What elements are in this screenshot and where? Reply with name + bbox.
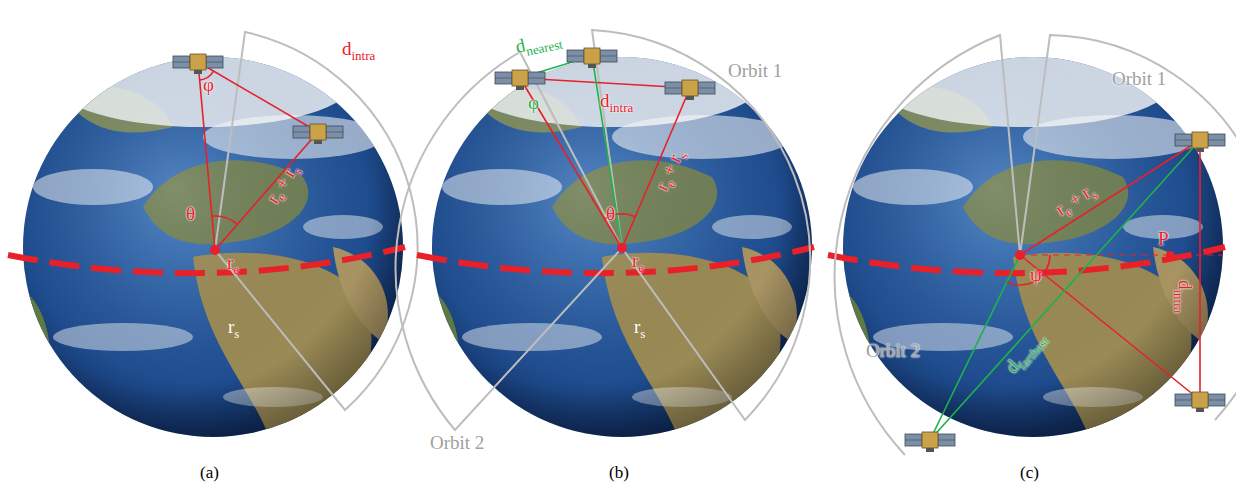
- radius-label: s: [640, 326, 645, 341]
- earth-centre: [617, 243, 627, 253]
- angle-arcs: [200, 71, 1050, 285]
- panel-caption-group: (b): [609, 462, 629, 484]
- orbit-label-group: Orbit 1: [728, 60, 782, 82]
- satellite-icon: [1175, 132, 1225, 152]
- distance-label: intra: [1171, 290, 1186, 314]
- distance-label: d: [1175, 280, 1196, 290]
- distance-line: [198, 62, 318, 250]
- angle-arc: [212, 216, 237, 224]
- angle-label: ψ: [1030, 264, 1042, 285]
- farthest-line: [930, 140, 1200, 440]
- distance-label-group: dintra: [1172, 280, 1196, 313]
- radius-label: s: [234, 326, 239, 341]
- distance-label-group: dintra: [342, 38, 375, 62]
- satellite-icon: [293, 124, 343, 144]
- distance-label-group: dintra: [600, 90, 633, 114]
- earth-globe: [422, 37, 812, 447]
- satellite-icon: [905, 432, 955, 452]
- radius-label-group: re: [227, 252, 239, 276]
- radius-label: r: [634, 316, 640, 337]
- angle-label: θ: [186, 203, 195, 224]
- point-label: P: [1158, 228, 1169, 249]
- orbit-line: [1020, 35, 1236, 420]
- distance-line: [1020, 140, 1200, 400]
- earth-globe: [833, 37, 1223, 447]
- satellite-icon: [665, 80, 715, 100]
- equator-dashes: [8, 247, 405, 273]
- distance-label: d: [600, 90, 610, 111]
- angle-label-group: ψ: [1030, 264, 1042, 286]
- earth-globe: [13, 37, 403, 447]
- radius-label: r: [227, 252, 233, 273]
- satellite-icon: [495, 70, 545, 90]
- panel-caption: (c): [1020, 463, 1039, 482]
- angle-label: θ: [606, 203, 615, 224]
- distance-label: d: [342, 38, 352, 59]
- radius-label-group: rs: [228, 316, 239, 340]
- distance-label: nearest: [525, 36, 564, 58]
- radius-label: r: [632, 250, 638, 271]
- angle-label-group: θ: [606, 203, 615, 225]
- distance-line: [520, 78, 690, 248]
- satellite-icon: [1175, 392, 1225, 412]
- panel-caption-group: (c): [1020, 462, 1039, 484]
- radius-label-group: re: [632, 250, 644, 274]
- orbit-label: Orbit 1: [1112, 68, 1166, 89]
- distance-label-group: dnearest: [514, 27, 564, 60]
- satellite-icon: [567, 48, 617, 68]
- orbit-line: [592, 30, 810, 420]
- orbit-label-group: Orbit 2: [430, 432, 484, 454]
- orbit-label-group: Orbit 1: [1112, 68, 1166, 90]
- panel-caption: (a): [200, 463, 219, 482]
- equator-dashes: [417, 247, 814, 273]
- distance-label: intra: [352, 48, 376, 63]
- earth-centre: [1015, 250, 1025, 260]
- orbit-label: Orbit 1: [728, 60, 782, 81]
- earth-centre: [210, 245, 220, 255]
- orbit-label-group: Orbit 2: [866, 340, 920, 362]
- angle-label: φ: [203, 74, 214, 95]
- radius-label: r: [228, 316, 234, 337]
- angle-arc: [1007, 255, 1050, 285]
- nearest-line: [520, 56, 622, 248]
- panel-caption-group: (a): [200, 462, 219, 484]
- satellite-icon: [173, 54, 223, 74]
- point-marker: [1166, 251, 1174, 259]
- orbit-label: Orbit 2: [430, 432, 484, 453]
- angle-label-group: φ: [203, 74, 214, 96]
- orbit-label: Orbit 2: [866, 340, 920, 361]
- orbit-line: [215, 32, 417, 410]
- panel-caption: (b): [609, 463, 629, 482]
- orbit-line: [835, 35, 1020, 455]
- radius-label-group: rs: [634, 316, 645, 340]
- orbit-line: [396, 52, 622, 430]
- distance-label: intra: [610, 100, 634, 115]
- point-label-group: P: [1158, 228, 1169, 250]
- radius-label: e: [638, 260, 644, 275]
- angle-label-group: φ: [528, 92, 539, 114]
- angle-label-group: θ: [186, 203, 195, 225]
- radius-label: e: [233, 262, 239, 277]
- angle-label: φ: [528, 92, 539, 113]
